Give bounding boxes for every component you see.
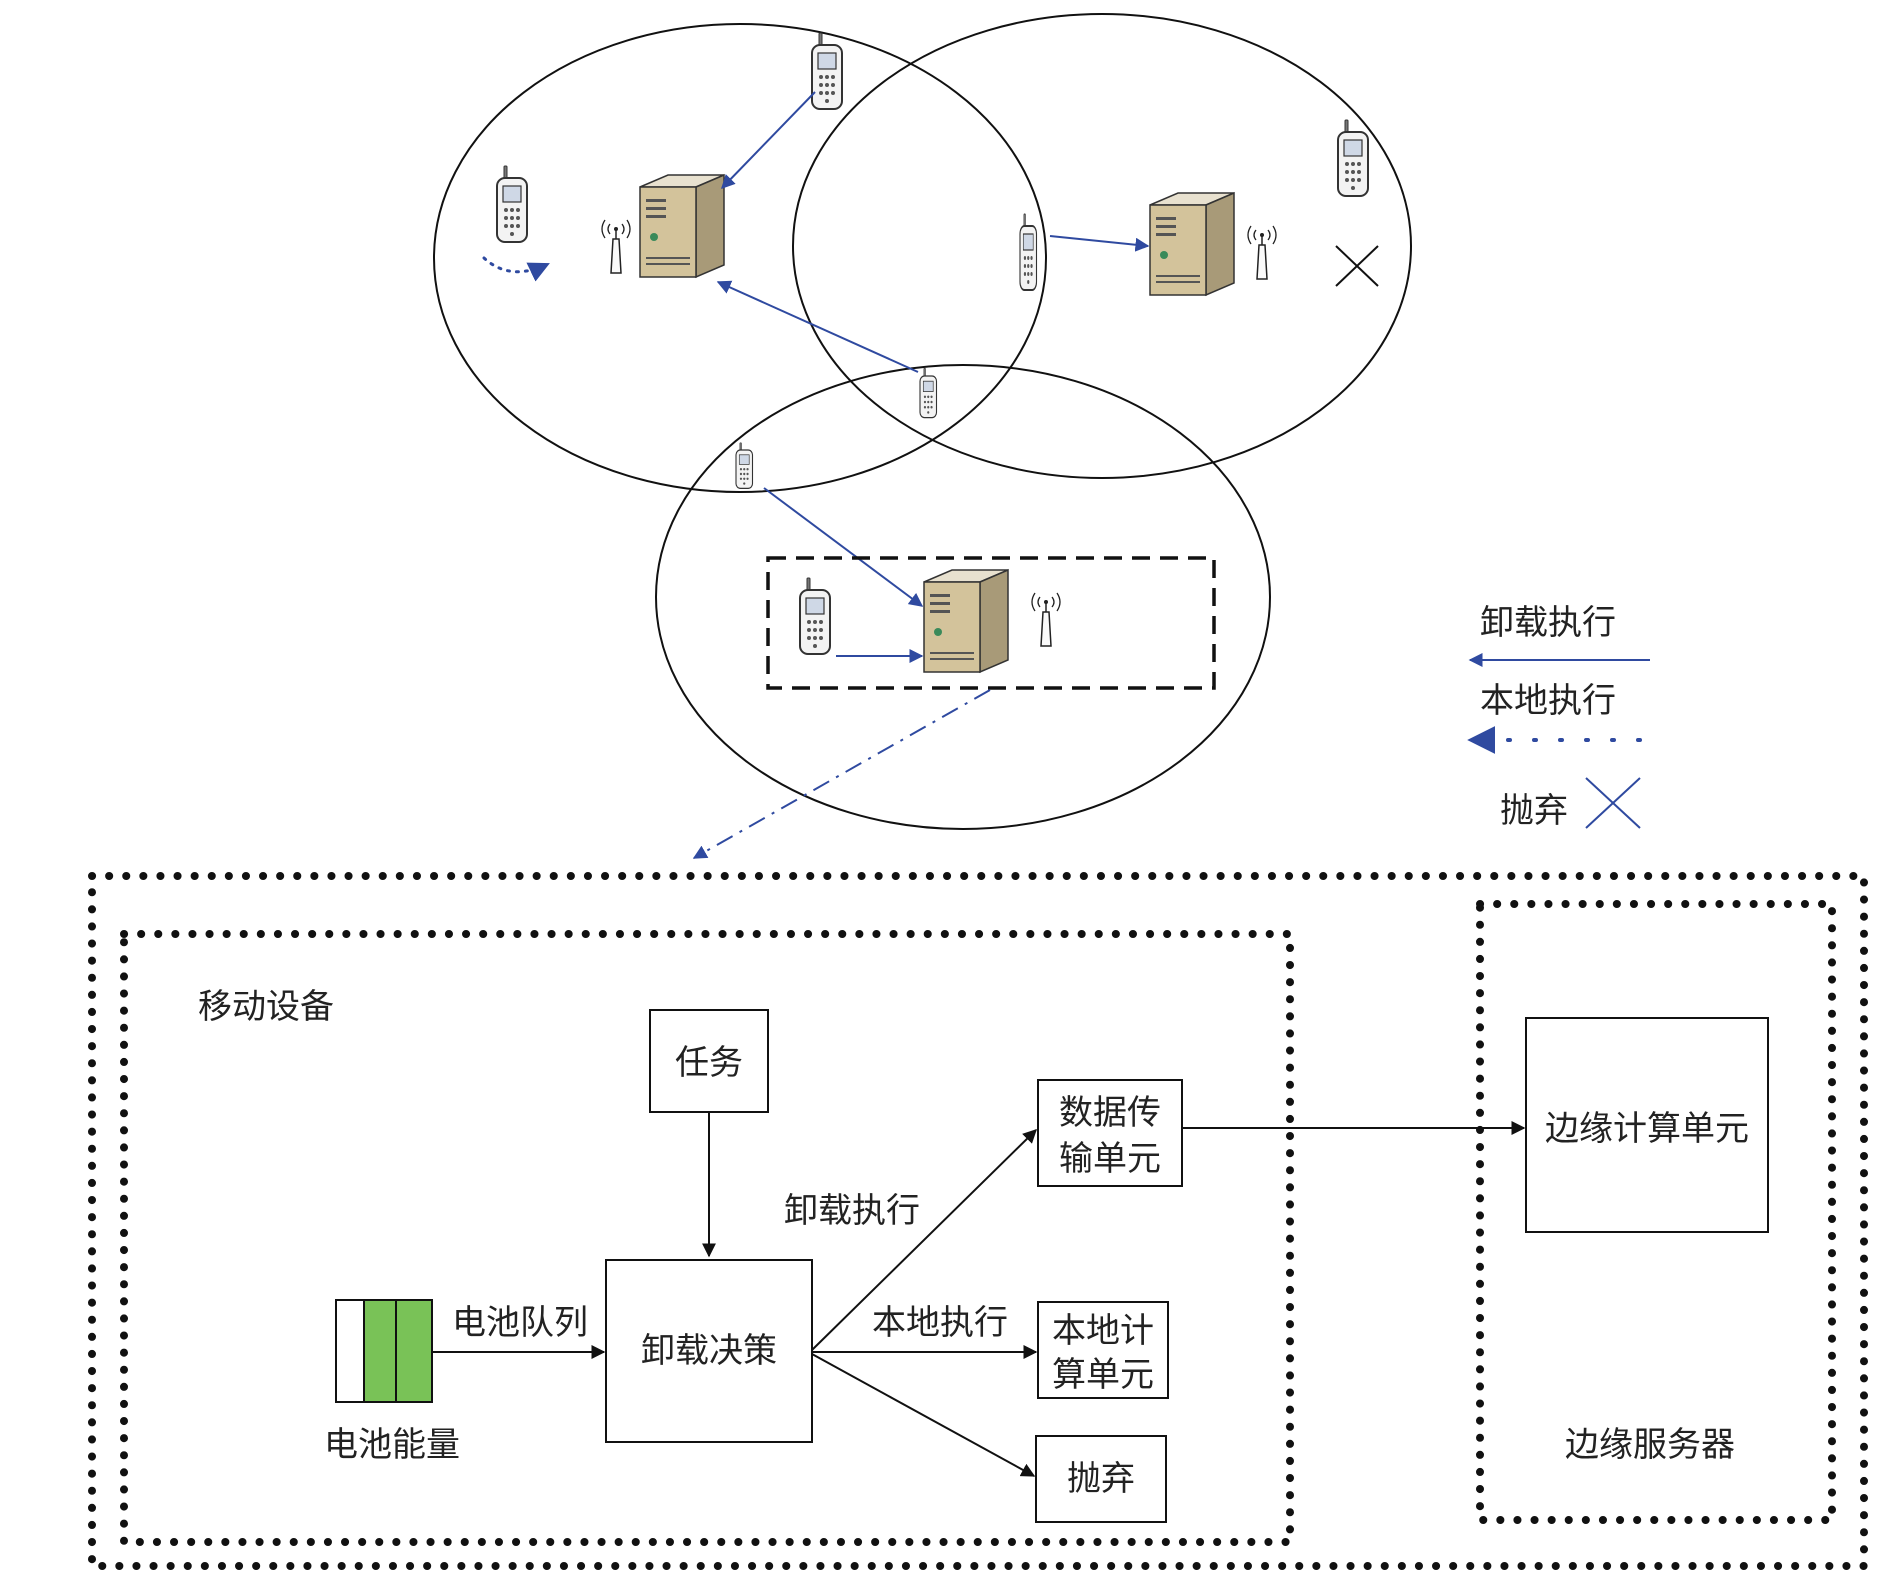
- local-compute-unit-line1: 本地计: [1052, 1311, 1154, 1351]
- data-tx-unit-box: [1037, 1079, 1183, 1187]
- phone-icon: [799, 577, 831, 655]
- offload-arrow: [716, 280, 919, 373]
- phone-icon: [1337, 119, 1369, 197]
- phone-icon: [735, 442, 754, 489]
- phone-icon: [811, 32, 843, 110]
- phone-icon: [496, 165, 528, 243]
- offload-branch-arrow: [811, 1129, 1037, 1351]
- battery-queue-label: 电池队列: [452, 1303, 588, 1343]
- discard-box-label: 抛弃: [1067, 1459, 1135, 1499]
- system-outer-frame: [88, 872, 1868, 1570]
- edge-server-title: 边缘服务器: [1565, 1425, 1735, 1465]
- offload-arrow: [721, 91, 816, 190]
- coverage-cell-2: [792, 13, 1412, 479]
- antenna-icon: [1247, 225, 1277, 280]
- server-icon: [1149, 192, 1235, 296]
- legend-offload-label: 卸载执行: [1480, 603, 1616, 643]
- task-label: 任务: [675, 1043, 743, 1083]
- legend-discard-icon: [1585, 777, 1641, 829]
- mobile-device-title: 移动设备: [198, 987, 334, 1027]
- antenna-icon: [601, 219, 631, 274]
- server-icon: [923, 569, 1009, 673]
- discard-box: [1035, 1435, 1167, 1523]
- battery-energy-label: 电池能量: [324, 1425, 460, 1465]
- task-box: [649, 1009, 769, 1113]
- local-compute-unit-line2: 算单元: [1052, 1355, 1154, 1395]
- coverage-cell-1: [433, 23, 1047, 493]
- discard-x-icon: [1335, 245, 1379, 287]
- offload-arrow: [763, 487, 924, 607]
- server-icon: [639, 174, 725, 278]
- coverage-cell-3: [655, 364, 1271, 830]
- battery-icon: [335, 1299, 433, 1403]
- antenna-icon: [1031, 592, 1061, 647]
- offload-decision-label: 卸载决策: [641, 1331, 777, 1371]
- phone-icon: [919, 367, 938, 419]
- edge-compute-unit-label: 边缘计算单元: [1545, 1109, 1749, 1149]
- offload-decision-box: [605, 1259, 813, 1443]
- data-tx-unit-line2: 输单元: [1059, 1139, 1161, 1179]
- zoom-pointer: [692, 689, 991, 859]
- mobile-device-frame: [120, 930, 1294, 1546]
- offload-branch-label: 卸载执行: [784, 1191, 920, 1231]
- data-tx-unit-line1: 数据传: [1059, 1093, 1161, 1133]
- edge-compute-unit-box: [1525, 1017, 1769, 1233]
- phone-icon: [1019, 213, 1038, 291]
- zoom-region: [766, 556, 1216, 690]
- local-compute-unit-box: [1037, 1301, 1169, 1399]
- legend-discard-label: 抛弃: [1500, 791, 1568, 831]
- legend-local-label: 本地执行: [1480, 681, 1616, 721]
- local-branch-label: 本地执行: [872, 1303, 1008, 1343]
- offload-arrow: [1049, 235, 1150, 252]
- edge-server-frame: [1476, 900, 1836, 1524]
- discard-branch-arrow: [811, 1353, 1036, 1477]
- local-exec-arrow: [482, 256, 550, 282]
